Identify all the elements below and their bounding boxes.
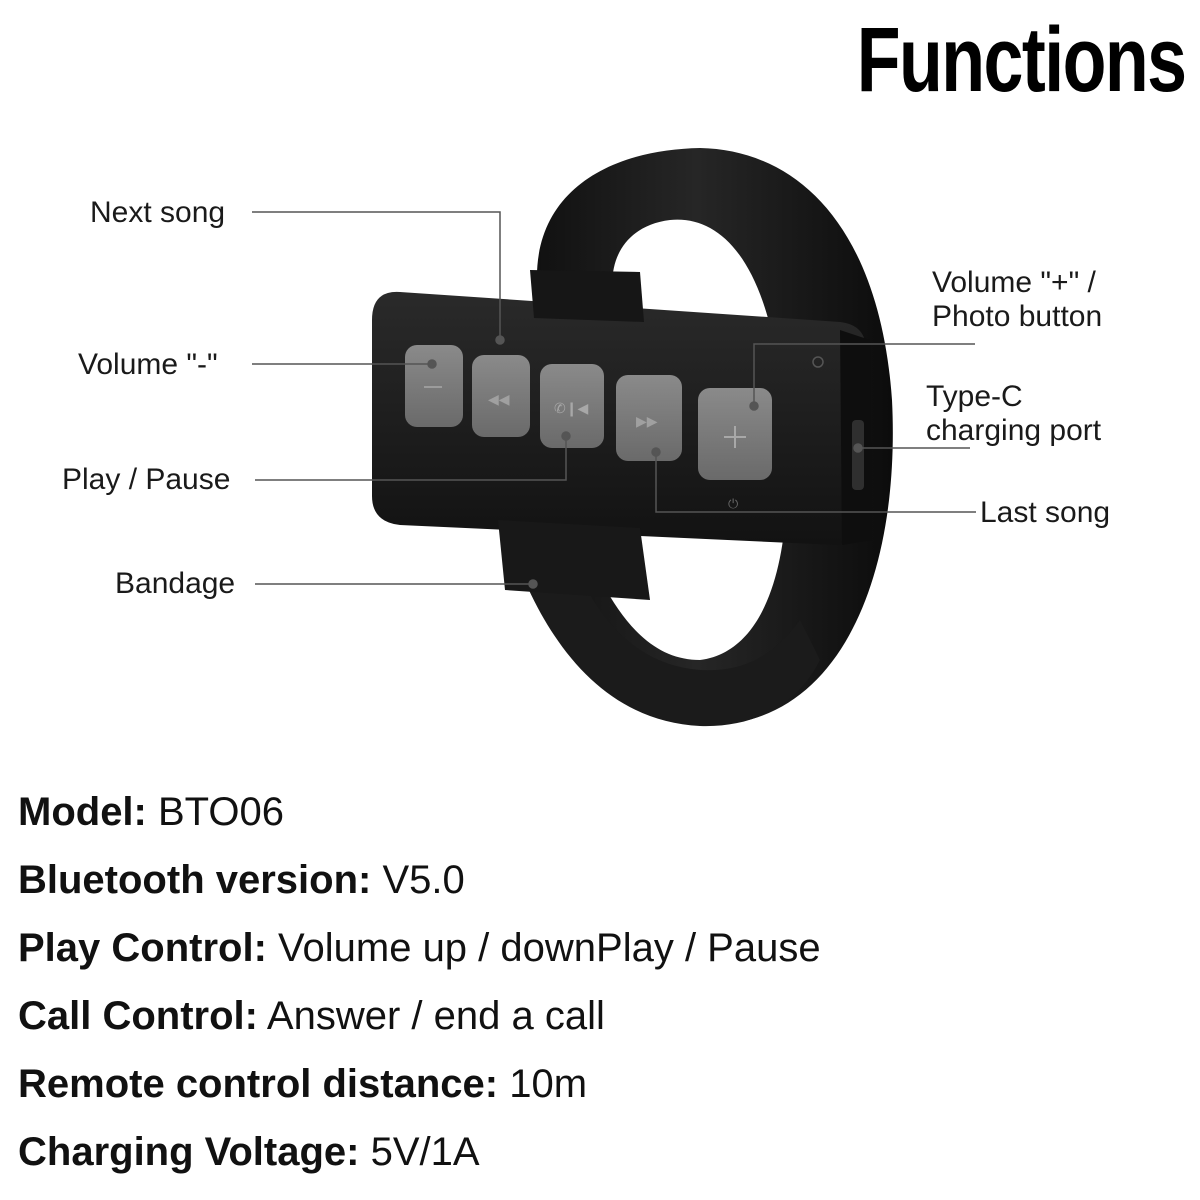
typec-port (852, 420, 864, 490)
spec-list: Model: BTO06 Bluetooth version: V5.0 Pla… (18, 778, 821, 1186)
volume-minus-button[interactable] (405, 345, 463, 427)
svg-text:◀◀: ◀◀ (488, 392, 510, 408)
callout-bandage: Bandage (115, 567, 236, 600)
spec-key: Bluetooth version: (18, 858, 372, 902)
strap-top-band (530, 270, 644, 322)
callout-lines (252, 211, 976, 589)
spec-distance: Remote control distance: 10m (18, 1050, 821, 1118)
svg-text:▶▶: ▶▶ (636, 414, 658, 430)
spec-value: V5.0 (382, 858, 465, 902)
next-song-button[interactable]: ◀◀ (472, 355, 530, 437)
power-icon: ⏻ (728, 497, 738, 512)
spec-value: BTO06 (158, 790, 284, 834)
spec-play-control: Play Control: Volume up / downPlay / Pau… (18, 914, 821, 982)
callout-volume-plus: Volume "+" / Photo button (932, 266, 1102, 334)
spec-call-control: Call Control: Answer / end a call (18, 982, 821, 1050)
callout-volume-plus-line1: Volume "+" / (932, 266, 1096, 299)
spec-value: 5V/1A (370, 1130, 480, 1174)
line-volume-plus (753, 343, 975, 406)
callout-typec-line2: charging port (926, 413, 1102, 447)
spec-key: Call Control: (18, 994, 258, 1038)
spec-value: 10m (509, 1062, 588, 1106)
spec-key: Remote control distance: (18, 1062, 499, 1106)
spec-value: Answer / end a call (266, 994, 605, 1038)
volume-plus-button[interactable] (698, 388, 772, 480)
play-pause-button[interactable]: ✆❙◀ (540, 364, 604, 448)
line-next-song (252, 211, 501, 340)
callout-last-song: Last song (980, 496, 1111, 529)
line-last-song (655, 452, 976, 513)
spec-key: Charging Voltage: (18, 1130, 360, 1174)
line-play-pause (255, 436, 567, 481)
callout-volume-minus: Volume "-" (78, 348, 218, 381)
spec-key: Play Control: (18, 926, 267, 970)
callout-typec: Type-C charging port (926, 380, 1101, 448)
callout-play-pause: Play / Pause (62, 463, 231, 496)
spec-model: Model: BTO06 (18, 778, 821, 846)
spec-bluetooth: Bluetooth version: V5.0 (18, 846, 821, 914)
spec-voltage: Charging Voltage: 5V/1A (18, 1118, 821, 1186)
spec-value: Volume up / downPlay / Pause (278, 926, 821, 970)
last-song-button[interactable]: ▶▶ (616, 375, 682, 461)
svg-text:✆❙◀: ✆❙◀ (554, 401, 588, 417)
callout-volume-plus-line2: Photo button (932, 299, 1103, 333)
indicator-led (812, 356, 824, 368)
page-title: Functions (857, 9, 1187, 111)
callout-typec-line1: Type-C (926, 380, 1023, 413)
spec-key: Model: (18, 790, 147, 834)
strap-bottom-band (498, 520, 650, 600)
callout-next-song: Next song (90, 196, 226, 229)
remote-product-image: ⏻ ◀◀ ✆❙◀ ▶▶ (252, 148, 976, 727)
